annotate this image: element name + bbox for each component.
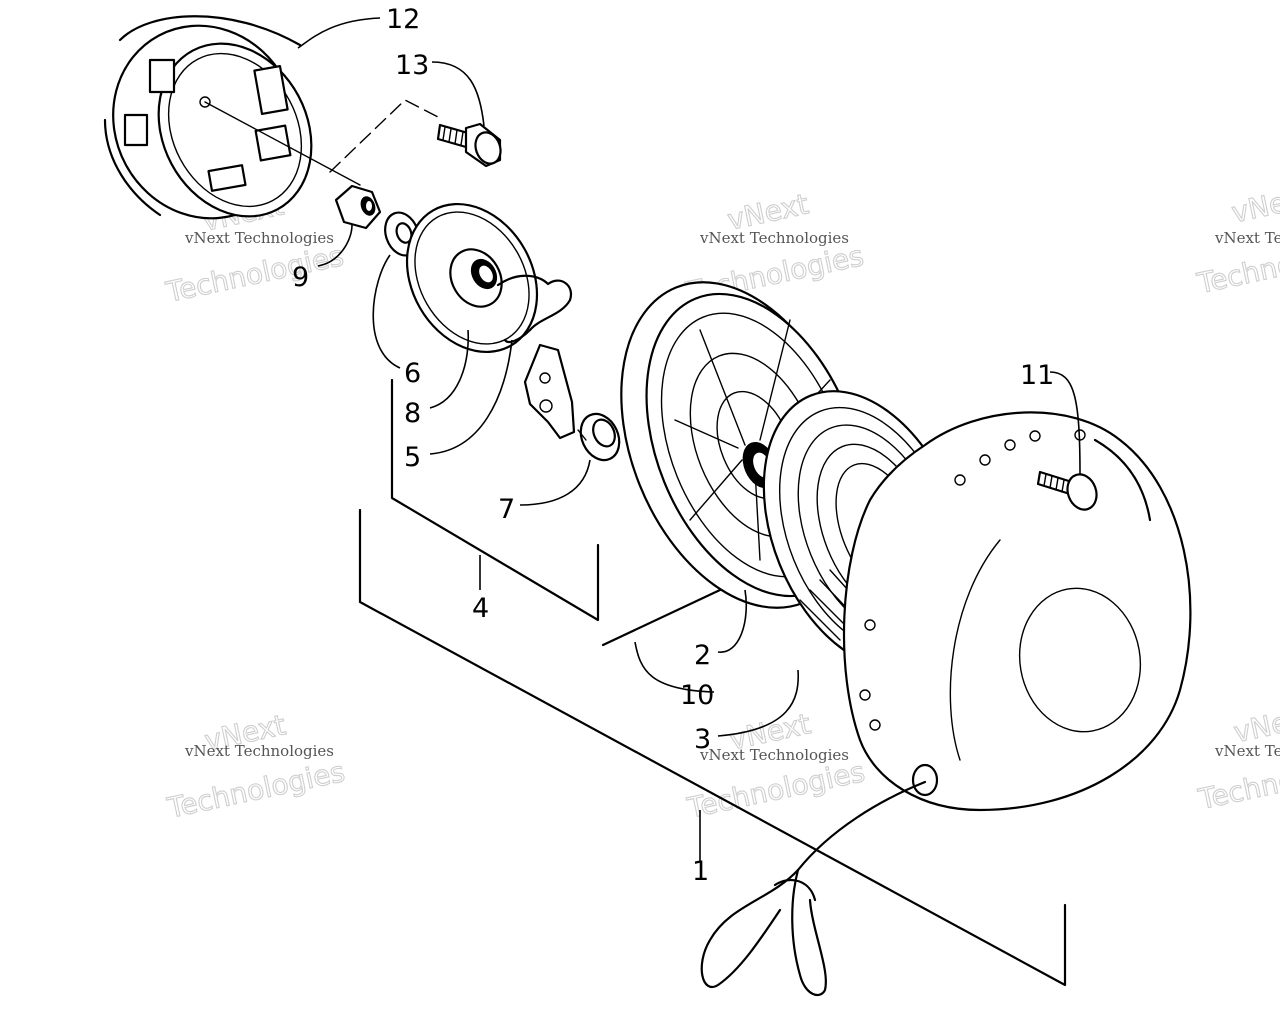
callout-10: 10: [680, 680, 714, 711]
nut-part-9: [334, 184, 382, 230]
callout-6: 6: [404, 358, 421, 389]
callout-12: 12: [386, 4, 420, 35]
flange-bolt-part-13: [436, 122, 502, 168]
screw-part-11: [1036, 470, 1098, 511]
alignment-line: [204, 101, 361, 186]
watermark-bottom-left: vNext Technologies: [163, 708, 348, 826]
callout-9: 9: [292, 262, 309, 293]
rope-part-10: [601, 588, 722, 647]
watermark-brand-word: Technologies: [164, 755, 348, 825]
callout-11: 11: [1020, 360, 1054, 391]
alignment-line-dashed: [329, 99, 441, 173]
callout-8: 8: [404, 398, 421, 429]
watermark-label: vNext Technologies: [699, 746, 849, 764]
assembly-bracket-1: [358, 508, 1067, 987]
watermark-brand-word: Technologies: [163, 239, 347, 309]
friction-plate-part-8: [405, 202, 539, 354]
callout-5: 5: [404, 442, 421, 473]
watermark-label: vNext Technologies: [184, 742, 334, 760]
callout-2: 2: [694, 640, 711, 671]
callout-13: 13: [395, 50, 429, 81]
callouts: 12 13 9 6 8 5 7 4 2 10 3 11 1: [292, 4, 1054, 887]
pull-rope: [700, 780, 927, 997]
callout-3: 3: [694, 724, 711, 755]
callout-1: 1: [692, 856, 709, 887]
watermark-brand-word: Technologies: [684, 755, 868, 825]
leader-lines: [297, 17, 1081, 862]
callout-4: 4: [472, 593, 489, 624]
bushing-part-7: [577, 412, 621, 462]
assembly-bracket-4: [390, 378, 600, 622]
watermark-label: vNext Technologies: [1214, 742, 1280, 760]
spring-clip-part-5: [496, 274, 573, 344]
starter-housing: [842, 411, 1192, 812]
watermark-label: vNext Technologies: [184, 229, 334, 247]
starter-cup-part-12: [103, 15, 313, 220]
callout-7: 7: [498, 494, 515, 525]
watermark-label: vNext Technologies: [1214, 229, 1280, 247]
pawl: [523, 343, 576, 440]
watermark-brand-short: vNext: [1229, 180, 1280, 229]
watermark-label: vNext Technologies: [699, 229, 849, 247]
